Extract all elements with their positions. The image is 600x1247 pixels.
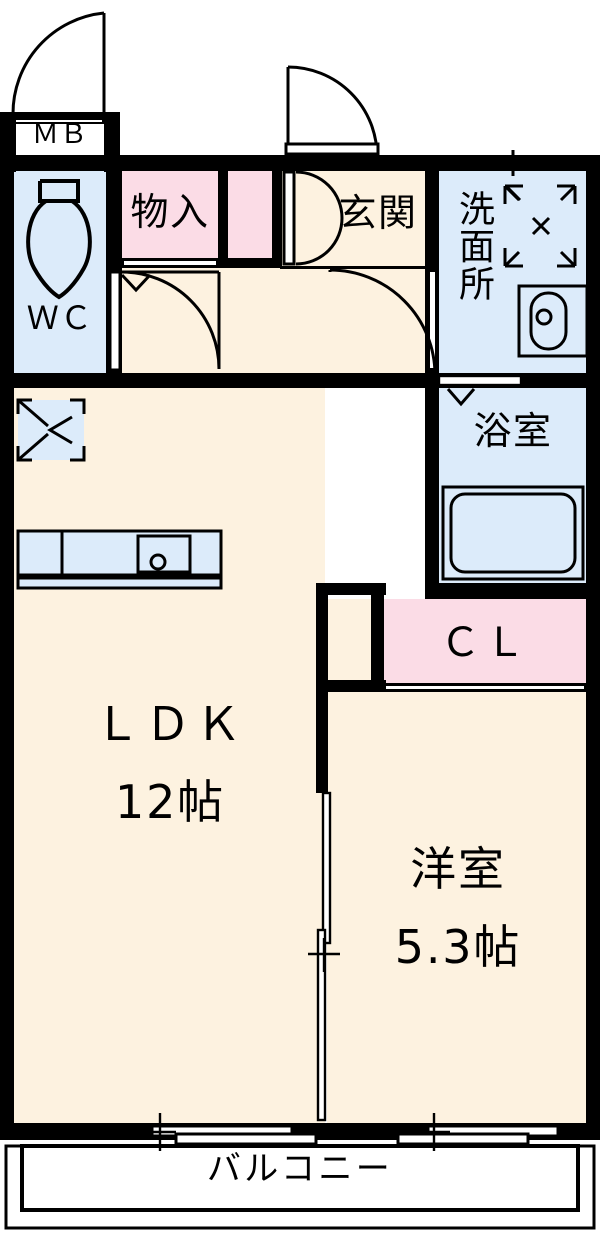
wall-small-closet-right [272,171,282,268]
kitchen-counter-sink [16,529,223,590]
label-balcony: バルコニー [206,1149,394,1189]
label-washroom: 洗面所 [453,190,494,303]
room-closet-cl [384,599,586,692]
label-ldk-name: ＬＤＫ [94,698,246,750]
wall-exterior-right [586,155,600,1140]
monoire-door-leaf[interactable] [122,259,218,267]
label-toilet: ＷＣ [26,300,94,336]
ldk-door-swing [328,268,437,377]
wall-monoire-right [218,171,228,268]
wall-cl-left [371,583,384,692]
label-ldk-size: 12帖 [114,775,226,829]
label-bedroom-name: 洋室 [410,842,506,896]
room-partition-door [308,791,340,1122]
room-ldk [14,388,325,1123]
mb-door-leaf [14,118,104,124]
toilet-fixture [26,179,92,300]
label-entrance: 玄関 [338,191,418,235]
label-bathroom: 浴室 [473,409,553,453]
wash-basin-fixture [517,284,589,358]
wall-bathroom-left [425,373,439,599]
room-washroom [437,170,586,373]
label-storage-monoire: 物入 [130,190,210,234]
entrance-step-line [280,266,428,269]
closet-niche [327,599,371,692]
entrance-door-sill [284,142,380,156]
air-conditioner-mark [16,398,86,462]
meter-box-door-swing [11,11,106,115]
wall-mb-top [0,112,120,120]
entrance-door-swing [286,65,379,157]
washroom-door-leaf[interactable] [428,270,437,370]
wc-door-jamb [108,270,122,372]
bathtub-fixture [441,485,585,581]
wall-niche-bottom [316,680,386,692]
room-storage-monoire [122,170,218,267]
room-balcony [6,1140,594,1228]
wall-exterior-top [0,155,600,171]
wall-exterior-left [0,155,14,1140]
shoe-cabinet [282,170,344,266]
wall-bathroom-bottom [425,583,600,599]
room-western-bedroom [327,692,586,1123]
room-toilet [14,170,106,373]
hallway [108,268,428,373]
washing-machine-space [503,184,577,268]
washroom-window-mark [500,150,528,176]
room-entrance [280,170,428,268]
cl-door-leaf[interactable] [384,684,586,691]
wall-ldk-bedroom-upper [316,583,328,793]
wall-mb-right [104,112,120,172]
bathroom-door-mark [437,374,523,407]
room-storage-small [228,170,272,267]
label-bedroom-size: 5.3帖 [394,920,522,974]
wall-niche-top [316,583,386,595]
label-meter-box: ＭＢ [31,119,89,149]
balcony-outline [4,1144,596,1230]
toilet-door-swing [120,270,221,370]
wall-ldk-top [0,373,437,388]
label-closet-cl: ＣＬ [440,621,530,665]
